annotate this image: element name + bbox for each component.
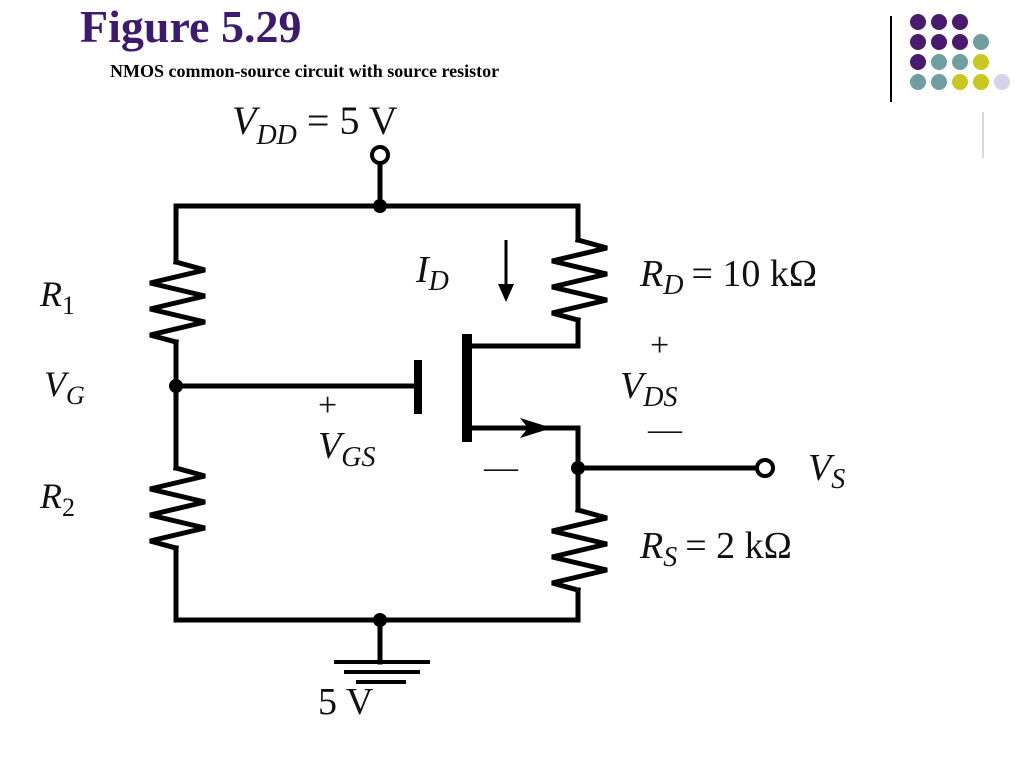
vdd-terminal (370, 145, 390, 165)
decorative-dot (952, 34, 968, 50)
decorative-dot (910, 14, 926, 30)
ground-symbol (334, 660, 430, 684)
vgs-label: VGS (318, 425, 375, 473)
channel-bar (462, 334, 472, 442)
gate-plate (414, 360, 422, 414)
rd-label: RD= 10 kΩ (639, 253, 817, 301)
decorative-dot (973, 74, 989, 90)
header-divider-faint (982, 112, 984, 158)
decorative-dot (973, 54, 989, 70)
decorative-dot (931, 34, 947, 50)
id-arrow (498, 240, 514, 302)
ground-voltage-label: 5 V (318, 681, 374, 723)
vdd-label: VDD= 5 V (232, 98, 398, 151)
vgs-minus: — (483, 449, 519, 486)
decorative-dot (952, 14, 968, 30)
slide-title: Figure 5.29 (80, 1, 302, 52)
decorative-dot (931, 74, 947, 90)
id-label: ID (415, 249, 449, 297)
r1-label: R1 (39, 274, 75, 320)
vds-label: VDS (620, 365, 677, 413)
vds-minus: — (647, 411, 683, 448)
junction-vs (571, 461, 585, 475)
header-divider (890, 16, 892, 102)
r2-resistor (149, 464, 206, 552)
vs-terminal (755, 458, 775, 478)
decorative-dot (973, 34, 989, 50)
vgs-plus: + (318, 387, 337, 424)
rd-resistor (551, 236, 608, 324)
vs-label: VS (808, 447, 845, 495)
decorative-dot (994, 74, 1010, 90)
decorative-dot (952, 54, 968, 70)
decorative-dot (931, 54, 947, 70)
r2-label: R2 (39, 476, 75, 522)
source-arrow (520, 418, 552, 438)
decorative-dot (931, 14, 947, 30)
rs-resistor (551, 506, 608, 594)
rs-label: RS= 2 kΩ (639, 525, 792, 573)
decorative-dot (910, 54, 926, 70)
junction-bottom (373, 613, 387, 627)
junction-vg (169, 379, 183, 393)
junction-top (373, 199, 387, 213)
vds-plus: + (650, 327, 669, 364)
nmos-transistor (414, 334, 552, 442)
slide-subtitle: NMOS common-source circuit with source r… (110, 61, 500, 81)
vg-label: VG (44, 364, 85, 410)
decorative-dot (910, 34, 926, 50)
r1-resistor (149, 258, 206, 346)
decorative-dot (952, 74, 968, 90)
decorative-dot (910, 74, 926, 90)
